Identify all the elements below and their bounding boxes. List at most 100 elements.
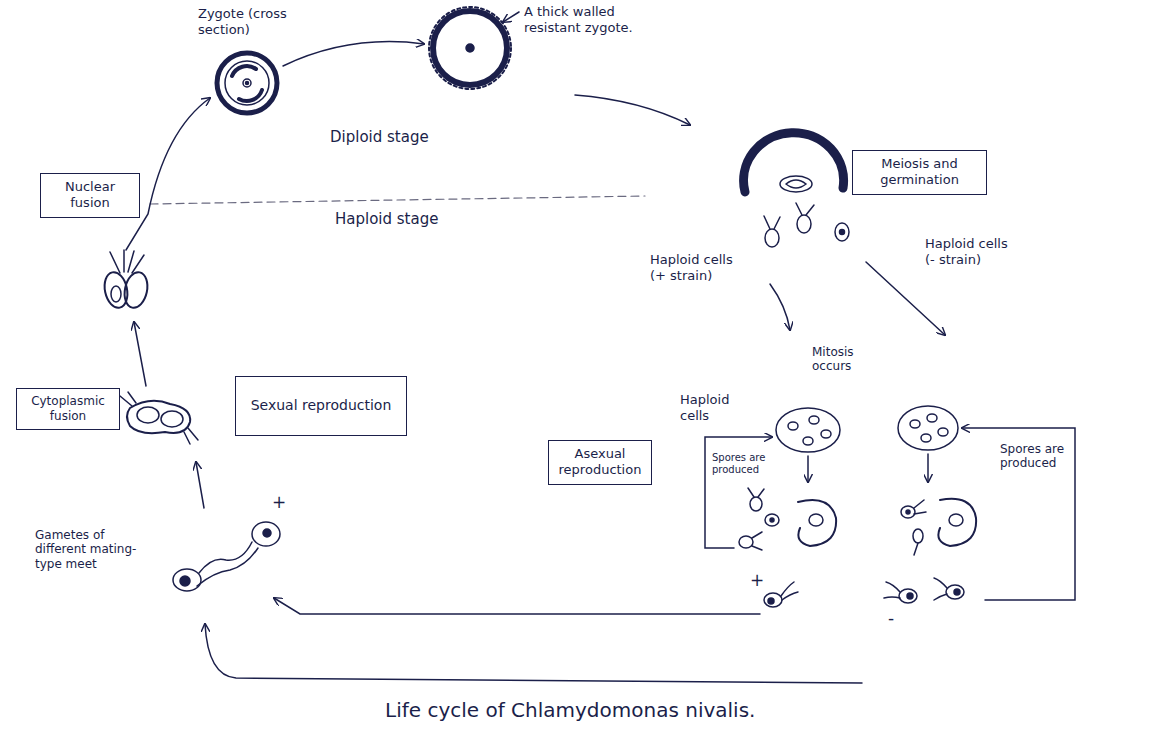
heading-box: Asexual reproduction bbox=[548, 440, 652, 485]
meiotic-cell bbox=[780, 176, 812, 192]
haploid-cell bbox=[797, 215, 811, 233]
gametes-meeting bbox=[173, 522, 280, 591]
zygote-nucleus bbox=[466, 44, 474, 52]
flagella bbox=[934, 578, 947, 600]
process-label: Spores are produced bbox=[1000, 442, 1068, 471]
heading-box: Sexual reproduction bbox=[235, 376, 407, 436]
gamete bbox=[764, 593, 782, 607]
gamete bbox=[946, 585, 964, 599]
flagella bbox=[781, 582, 798, 600]
stage-divider bbox=[150, 196, 645, 204]
nucleus bbox=[770, 518, 774, 522]
cycle-arrow bbox=[770, 284, 790, 330]
cycle-arrow bbox=[866, 262, 945, 335]
flagella bbox=[914, 500, 926, 514]
flagella bbox=[748, 488, 764, 497]
zygote-wall bbox=[433, 11, 507, 85]
repeat-arrow bbox=[962, 428, 1075, 600]
flagella bbox=[796, 203, 814, 215]
flagella bbox=[120, 392, 198, 444]
spore bbox=[809, 416, 819, 424]
zoospore bbox=[901, 506, 915, 518]
cycle-arrow bbox=[274, 598, 760, 614]
flagella bbox=[884, 582, 900, 598]
protoplast bbox=[137, 407, 159, 423]
zygote-nucleolus bbox=[246, 82, 249, 85]
flagella bbox=[110, 250, 144, 273]
haploid-cell bbox=[835, 223, 849, 241]
zoospore bbox=[765, 514, 779, 526]
nucleus bbox=[840, 230, 845, 235]
leader-arrow bbox=[503, 12, 519, 22]
spore bbox=[927, 414, 937, 422]
haploid-cell bbox=[765, 229, 779, 247]
nucleus bbox=[263, 529, 271, 537]
meiotic-nucleus bbox=[786, 180, 806, 188]
process-label: Mitosis occurs bbox=[812, 345, 884, 374]
flagella bbox=[914, 543, 918, 555]
nucleus bbox=[906, 510, 910, 514]
minus-sporangium bbox=[898, 406, 958, 450]
callout-label: A thick walled resistant zygote. bbox=[524, 4, 674, 35]
plus-sporangium bbox=[776, 408, 840, 452]
spore bbox=[921, 434, 931, 442]
mating-type-sign: - bbox=[888, 608, 894, 628]
spore bbox=[788, 422, 798, 430]
gamete bbox=[173, 569, 201, 591]
process-label: Spores are produced bbox=[712, 452, 782, 476]
zygote-shell bbox=[744, 133, 844, 192]
figure-caption: Life cycle of Chlamydomonas nivalis. bbox=[385, 698, 755, 722]
cycle-arrow bbox=[575, 95, 690, 125]
nucleus bbox=[768, 598, 774, 604]
minus-spore-release bbox=[901, 499, 976, 555]
zygote-cross-section bbox=[217, 53, 277, 113]
flagella bbox=[752, 532, 762, 550]
box-text: Meiosis and germination bbox=[859, 156, 980, 189]
cycle-arrow bbox=[205, 624, 862, 683]
sporangium bbox=[898, 406, 958, 450]
spore bbox=[821, 430, 831, 438]
box-text: Cytoplasmic fusion bbox=[23, 394, 113, 424]
zoospore bbox=[913, 529, 923, 543]
gamete-label: Gametes of different mating-type meet bbox=[35, 528, 153, 571]
flagella-contact bbox=[199, 542, 252, 573]
zygote-wall bbox=[217, 53, 277, 113]
cycle-arrow bbox=[283, 42, 424, 66]
zygote-inner-wall bbox=[225, 61, 269, 105]
nucleus bbox=[180, 576, 190, 586]
protoplast bbox=[161, 411, 183, 427]
gamete bbox=[899, 589, 917, 603]
spore bbox=[949, 514, 963, 526]
sporangium-ruptured bbox=[938, 499, 976, 546]
phase-label: Haploid stage bbox=[335, 210, 438, 228]
zygote-nucleus bbox=[243, 79, 251, 87]
cycle-arrow bbox=[134, 322, 146, 386]
stage-box: Meiosis and germination bbox=[852, 150, 987, 195]
spore bbox=[803, 437, 813, 445]
cell-half bbox=[121, 270, 150, 310]
zoospore bbox=[750, 497, 762, 511]
spore bbox=[938, 428, 948, 436]
box-text: Nuclear fusion bbox=[47, 179, 133, 212]
fused-cell bbox=[127, 401, 190, 433]
germinating-zygote bbox=[744, 133, 849, 247]
zygote-content bbox=[232, 66, 256, 76]
zygote-wall-rough bbox=[429, 7, 511, 89]
thick-walled-zygote bbox=[429, 7, 511, 89]
spore bbox=[809, 514, 823, 526]
phase-label: Diploid stage bbox=[330, 128, 429, 146]
box-text: Asexual reproduction bbox=[555, 446, 645, 479]
gamete bbox=[252, 522, 280, 546]
zygote-content bbox=[239, 90, 262, 101]
stage-label: Zygote (cross section) bbox=[198, 6, 310, 37]
minus-gametes bbox=[884, 578, 964, 603]
nucleus bbox=[907, 593, 913, 599]
flagella bbox=[764, 216, 780, 229]
plus-spore-release bbox=[739, 488, 836, 550]
sporangium-ruptured bbox=[798, 500, 836, 546]
mating-type-sign: + bbox=[750, 570, 764, 590]
strain-label: Haploid cells (- strain) bbox=[925, 236, 1020, 267]
